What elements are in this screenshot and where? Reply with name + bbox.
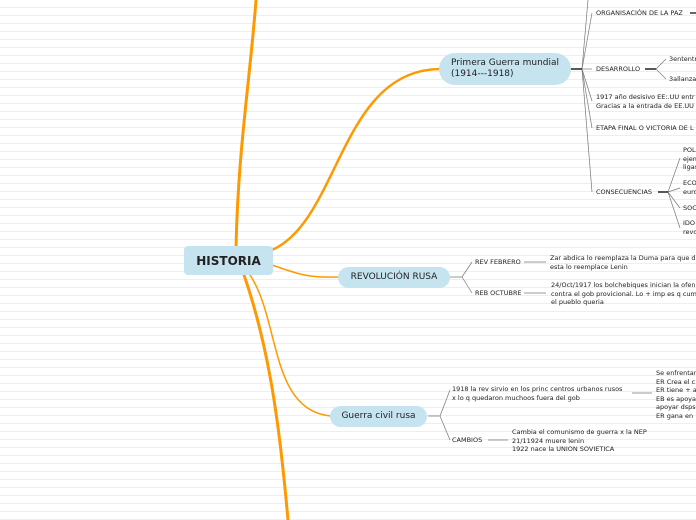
subtopic-cambios[interactable]: CAMBIOS (452, 436, 483, 444)
subtopic-1918[interactable]: 1918 la rev sirvio en los princ centros … (452, 385, 623, 402)
leaf-social[interactable]: SOC (683, 204, 696, 212)
subtopic-consecuencias[interactable]: CONSECUENCIAS (596, 188, 653, 196)
leaf-politica[interactable]: POLI ejem ligas (683, 146, 696, 171)
subtopic-desarrollo[interactable]: DESARROLLO (596, 65, 641, 73)
leaf-ideologia[interactable]: IDO revo (683, 219, 696, 236)
subtopic-etapa-final[interactable]: ETAPA FINAL O VICTORIA DE L (596, 124, 694, 132)
topic-label: REVOLUCIÓN RUSA (350, 272, 438, 282)
leaf-3allanza[interactable]: 3allanza (669, 75, 696, 83)
leaf-3ententr[interactable]: 3ententr (669, 55, 696, 63)
topic-label: Guerra civil rusa (341, 411, 416, 421)
root-node[interactable]: HISTORIA (184, 246, 273, 275)
detail-1918[interactable]: Se enfrentan ER Crea el c ER tiene + a E… (656, 369, 696, 420)
topic-primera-guerra[interactable]: Primera Guerra mundial (1914---1918) (439, 53, 571, 85)
subtopic-organizacion[interactable]: ORGANISACIÓN DE LA PAZ (596, 9, 683, 17)
subtopic-reb-octubre[interactable]: REB OCTUBRE (475, 289, 522, 297)
topic-guerra-civil[interactable]: Guerra civil rusa (330, 406, 427, 427)
topic-revolucion-rusa[interactable]: REVOLUCIÓN RUSA (338, 267, 450, 288)
subtopic-1917[interactable]: 1917 año desisivo EE:.UU entr Gracias a … (596, 93, 695, 110)
detail-reb-octubre[interactable]: 24/Oct/1917 los bolchebiques inician la … (551, 281, 696, 306)
topic-label: Primera Guerra mundial (1914---1918) (450, 58, 560, 79)
root-label: HISTORIA (196, 253, 261, 268)
detail-cambios[interactable]: Cambia el comunismo de guerra x la NEP 2… (512, 428, 647, 453)
leaf-economia[interactable]: ECO euro (683, 179, 696, 196)
detail-rev-febrero[interactable]: Zar abdica lo reemplaza la Duma para que… (550, 254, 696, 271)
subtopic-rev-febrero[interactable]: REV FEBRERO (475, 258, 521, 266)
